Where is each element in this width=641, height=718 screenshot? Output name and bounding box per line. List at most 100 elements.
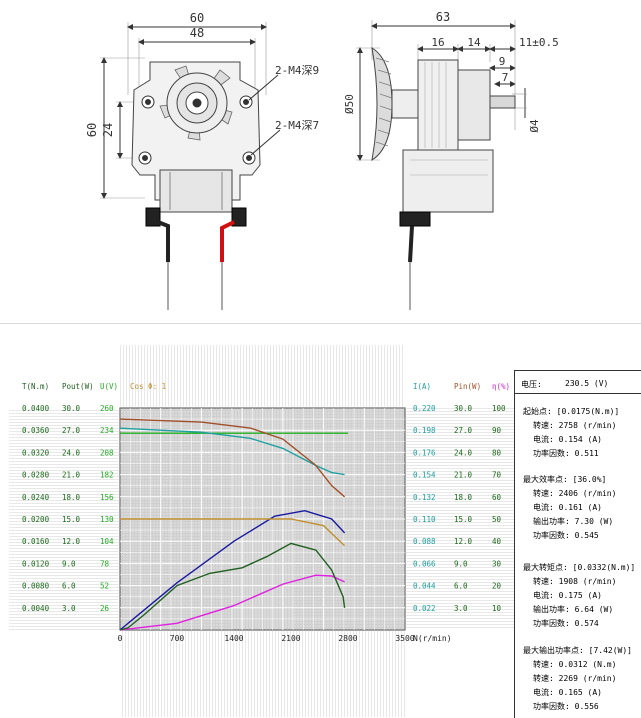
x-tick-label: 1400 xyxy=(224,634,243,643)
axis-tick-eta: 90 xyxy=(492,426,502,435)
axis-tick-T: 0.0320 xyxy=(22,448,50,457)
max-power-line: 转速: 0.0312 (N.m) xyxy=(533,660,617,669)
axis-header-Pout: Pout(W) xyxy=(62,382,94,391)
axis-tick-Pout: 9.0 xyxy=(62,559,76,568)
label-holes-top: 2-M4深9 xyxy=(275,64,319,77)
axis-tick-eta: 70 xyxy=(492,471,502,480)
max-eff-line: 电流: 0.161 (A) xyxy=(533,503,602,512)
x-tick-label: 3500 xyxy=(395,634,414,643)
start-point-line: 功率因数: 0.511 xyxy=(533,449,599,458)
axis-tick-eta: 40 xyxy=(492,537,502,546)
series-line-torque xyxy=(119,509,346,631)
max-eff-line: 转速: 2406 (r/min) xyxy=(533,489,617,498)
axis-tick-Pin: 27.0 xyxy=(454,426,473,435)
axis-tick-Pout: 27.0 xyxy=(62,426,81,435)
axis-tick-Pout: 12.0 xyxy=(62,537,81,546)
axis-tick-Pin: 30.0 xyxy=(454,404,473,413)
axis-tick-U: 234 xyxy=(100,426,114,435)
axis-tick-Pin: 9.0 xyxy=(454,559,468,568)
dim-shaft-diameter: Ø4 xyxy=(528,119,541,133)
dim-9: 9 xyxy=(499,55,506,68)
max-eff-line: 功率因数: 0.545 xyxy=(533,531,599,540)
axis-header-U: U(V) xyxy=(100,382,118,391)
dim-length-total: 63 xyxy=(436,10,450,24)
axis-tick-I: 0.220 xyxy=(413,404,436,413)
x-tick-label: 2100 xyxy=(281,634,300,643)
start-point-line: 转速: 2758 (r/min) xyxy=(533,421,617,430)
dim-16: 16 xyxy=(431,36,444,49)
info-panel: 电压: 230.5 (V) 起始点: [0.0175(N.m)] 转速: 275… xyxy=(514,370,641,718)
axis-tick-U: 26 xyxy=(100,604,110,613)
max-torque-title: 最大转矩点: [0.0332(N.m)] xyxy=(523,563,636,572)
x-tick-label: 700 xyxy=(170,634,185,643)
axis-tick-eta: 80 xyxy=(492,448,502,457)
dim-height-total: 60 xyxy=(85,123,99,137)
series-line-cos xyxy=(120,518,346,547)
x-tick-label: 0 xyxy=(118,634,123,643)
axis-tick-eta: 60 xyxy=(492,493,502,502)
max-power-line: 功率因数: 0.556 xyxy=(533,702,599,711)
axis-tick-eta: 30 xyxy=(492,559,502,568)
axis-tick-eta: 20 xyxy=(492,582,502,591)
axis-tick-I: 0.066 xyxy=(413,559,436,568)
axis-tick-I: 0.176 xyxy=(413,448,436,457)
axis-tick-U: 130 xyxy=(100,515,114,524)
axis-tick-U: 78 xyxy=(100,559,110,568)
axis-tick-Pout: 18.0 xyxy=(62,493,81,502)
axis-tick-I: 0.088 xyxy=(413,537,436,546)
start-point-line: 电流: 0.154 (A) xyxy=(533,435,602,444)
axis-tick-I: 0.198 xyxy=(413,426,436,435)
axis-tick-eta: 50 xyxy=(492,515,502,524)
axis-tick-T: 0.0360 xyxy=(22,426,50,435)
max-torque-line: 功率因数: 0.574 xyxy=(533,619,599,628)
axis-tick-I: 0.022 xyxy=(413,604,436,613)
axis-header-I: I(A) xyxy=(413,382,431,391)
axis-tick-T: 0.0080 xyxy=(22,582,50,591)
x-axis-label: N(r/min) xyxy=(413,634,452,643)
axis-tick-Pout: 21.0 xyxy=(62,471,81,480)
axis-header-Pin: Pin(W) xyxy=(454,382,481,391)
axis-tick-Pin: 6.0 xyxy=(454,582,468,591)
max-eff-line: 输出功率: 7.30 (W) xyxy=(533,517,614,526)
axis-tick-Pout: 30.0 xyxy=(62,404,81,413)
max-torque-line: 转速: 1908 (r/min) xyxy=(533,577,617,586)
axis-tick-T: 0.0040 xyxy=(22,604,50,613)
axis-tick-U: 104 xyxy=(100,537,114,546)
dim-width-total: 60 xyxy=(190,11,204,25)
label-holes-bottom: 2-M4深7 xyxy=(275,119,319,132)
dim-shaft: 11±0.5 xyxy=(519,36,559,49)
axis-tick-I: 0.110 xyxy=(413,515,436,524)
axis-header-eta: η(%) xyxy=(492,382,510,391)
axis-tick-T: 0.0240 xyxy=(22,493,50,502)
axis-tick-U: 260 xyxy=(100,404,114,413)
x-tick-label: 2800 xyxy=(338,634,357,643)
axis-tick-Pin: 12.0 xyxy=(454,537,473,546)
series-line-current xyxy=(119,427,345,476)
side-view xyxy=(356,20,527,310)
axis-tick-Pout: 3.0 xyxy=(62,604,76,613)
max-torque-line: 输出功率: 6.64 (W) xyxy=(533,605,614,614)
dim-fan-diameter: Ø50 xyxy=(343,94,356,114)
axis-tick-Pout: 6.0 xyxy=(62,582,76,591)
axis-tick-U: 52 xyxy=(100,582,109,591)
axis-tick-Pin: 15.0 xyxy=(454,515,473,524)
axis-tick-U: 208 xyxy=(100,448,114,457)
axis-tick-U: 182 xyxy=(100,471,114,480)
max-power-title: 最大输出功率点: [7.42(W)] xyxy=(523,646,632,655)
dim-14: 14 xyxy=(467,36,481,49)
axis-tick-U: 156 xyxy=(100,493,114,502)
dim-height-holes: 24 xyxy=(101,123,115,137)
series-line-pin xyxy=(119,418,346,498)
axis-tick-Pout: 15.0 xyxy=(62,515,81,524)
max-power-line: 电流: 0.165 (A) xyxy=(533,688,602,697)
motor-technical-drawing: 60 48 60 24 2-M4深9 2-M4深7 xyxy=(85,10,559,310)
max-torque-line: 电流: 0.175 (A) xyxy=(533,591,602,600)
axis-tick-T: 0.0160 xyxy=(22,537,50,546)
voltage-value: 230.5 (V) xyxy=(565,379,609,388)
axis-tick-T: 0.0120 xyxy=(22,559,50,568)
axis-tick-eta: 10 xyxy=(492,604,502,613)
axis-tick-Pin: 3.0 xyxy=(454,604,468,613)
voltage-label: 电压: xyxy=(521,380,542,389)
axis-tick-Pout: 24.0 xyxy=(62,448,81,457)
max-power-line: 转速: 2269 (r/min) xyxy=(533,674,617,683)
